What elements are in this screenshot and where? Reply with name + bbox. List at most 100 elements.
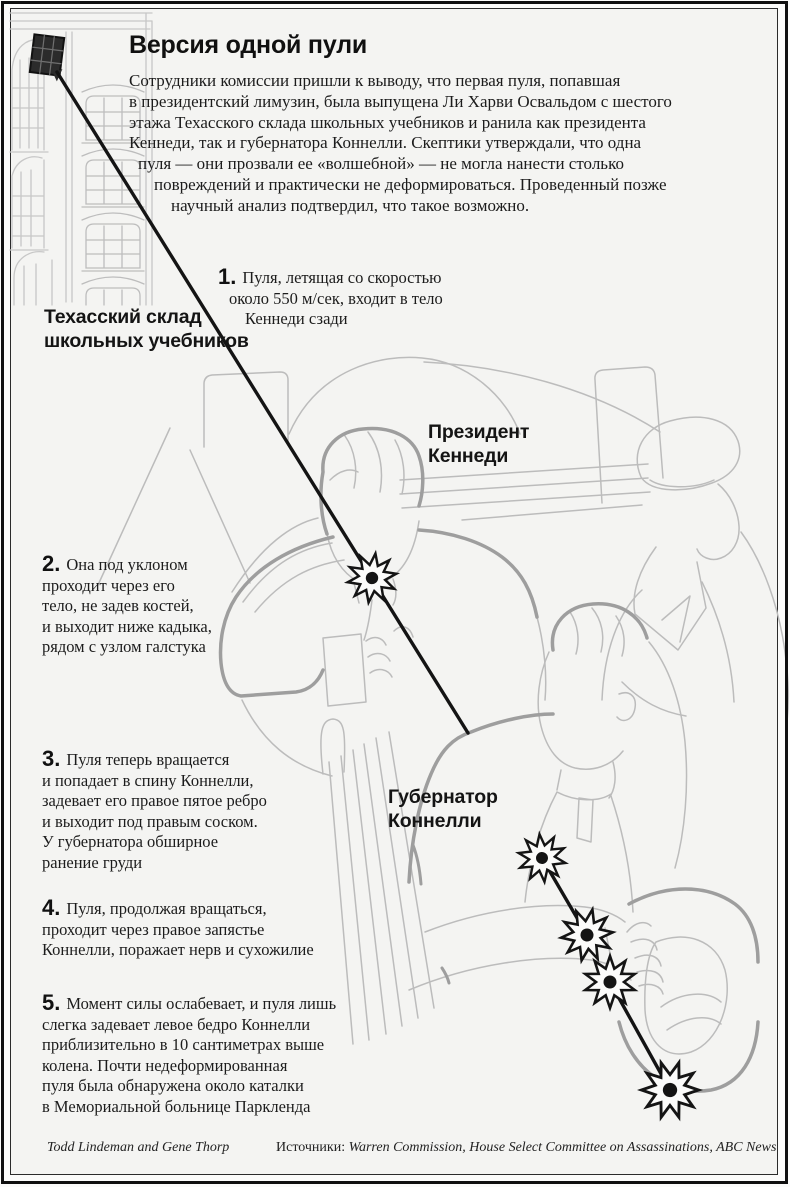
annotation-text: Пуля, летящая со скоростью — [242, 268, 442, 287]
intro-paragraph: Сотрудники комиссии пришли к выводу, что… — [129, 71, 672, 217]
starburst-connally-thigh — [633, 1052, 707, 1128]
annotation-line: задевает его правое пятое ребро — [42, 791, 267, 810]
kennedy-hands — [365, 626, 414, 678]
annotation-text: Она под уклоном — [66, 555, 188, 574]
windshield-pillars — [97, 427, 251, 586]
hat-crown — [644, 936, 728, 1055]
facade-edges — [65, 12, 153, 306]
page-title: Версия одной пули — [129, 31, 368, 59]
hat-brim — [617, 887, 760, 1093]
annotation-line: проходит через его — [42, 575, 175, 595]
annotation-step-2: 2. Она под уклоном проходит через его тел… — [42, 553, 212, 658]
annotation-step-4: 4. Пуля, продолжая вращаться, проходит че… — [42, 897, 314, 961]
annotation-line: и попадает в спину Коннелли, — [42, 770, 254, 790]
connally-collar-tie — [524, 761, 634, 913]
sources-line: Источники: Warren Commission, House Sele… — [276, 1140, 776, 1156]
kennedy-hair-strands — [329, 431, 405, 495]
connally-label: Губернатор Коннелли — [388, 786, 498, 833]
step-number: 5. — [42, 990, 61, 1015]
annotation-step-5: 5. Момент силы ослабевает, и пуля лишь сл… — [42, 992, 336, 1117]
limo-figures-illustration — [97, 356, 790, 1055]
annotation-step-3: 3. Пуля теперь вращается и попадает в спи… — [42, 748, 267, 873]
connally-label-line: Коннелли — [388, 809, 482, 832]
annotation-line: около 550 м/сек, входит в тело — [229, 288, 443, 308]
step-number: 3. — [42, 746, 61, 771]
connally-label-line: Губернатор — [388, 786, 498, 808]
step-number: 1. — [218, 264, 237, 289]
annotation-line: рядом с узлом галстука — [42, 637, 206, 656]
depository-building-illustration — [9, 12, 153, 306]
annotation-line: 3. Пуля теперь вращается — [42, 748, 267, 771]
kennedy-body-lines — [241, 616, 547, 777]
annotation-line: 2. Она под уклоном — [42, 553, 212, 576]
kennedy-label-line: Президент — [428, 421, 530, 443]
depository-label-line: Техасский склад — [44, 306, 202, 328]
arched-bay-upper — [9, 39, 49, 153]
intro-line: повреждений и практически не деформирова… — [154, 174, 667, 194]
arched-bay-lower — [9, 156, 49, 251]
window-column — [81, 84, 145, 306]
kennedy-hair — [319, 426, 425, 536]
starburst-kennedy-throat — [344, 549, 400, 607]
sources-text: Warren Commission, House Select Committe… — [345, 1140, 777, 1155]
jump-seat-frame-left — [203, 371, 289, 448]
jackie-collar — [633, 546, 707, 651]
connally-hair — [550, 602, 649, 652]
connally-suit-folds — [411, 843, 451, 985]
starburst-connally-chest-exit — [556, 903, 618, 967]
trunk-line — [423, 361, 661, 433]
annotation-line: тело, не задев костей, — [42, 596, 194, 615]
kennedy-shoulders-arm — [218, 528, 539, 698]
car-body-streaks — [399, 463, 651, 521]
intro-line: в президентский лимузин, была выпущена Л… — [129, 91, 672, 111]
starburst-connally-wrist — [583, 954, 637, 1010]
connally-suit-fan-lines — [328, 731, 435, 1045]
annotation-text: Пуля теперь вращается — [66, 750, 230, 769]
annotation-text: Момент силы ослабевает, и пуля лишь — [66, 994, 337, 1013]
rear-deck-dome — [288, 356, 521, 435]
jackie-pillbox-hat — [636, 416, 741, 491]
step-number: 4. — [42, 895, 61, 920]
jump-seat-frame-right — [594, 366, 664, 504]
annotation-line: колена. Почти недеформированная — [42, 1055, 288, 1075]
annotation-line: слегка задевает левое бедро Коннелли — [42, 1014, 311, 1034]
connally-hair-strands — [569, 607, 625, 657]
annotation-line: и выходит под правым соском. — [42, 811, 258, 831]
connally-fingers — [626, 921, 664, 995]
annotation-line: ранение груди — [42, 852, 143, 872]
credit-byline: Todd Lindeman and Gene Thorp — [47, 1140, 230, 1155]
annotation-line: 4. Пуля, продолжая вращаться, — [42, 897, 314, 920]
cornice-lines — [9, 12, 153, 30]
connally-shoulder-back — [407, 712, 555, 884]
connally-face — [537, 651, 624, 770]
connally-ear — [616, 692, 637, 722]
intro-line: этажа Техасского склада школьных учебник… — [129, 112, 646, 132]
annotation-line: пуля была обнаружена около каталки — [42, 1076, 304, 1095]
depository-label-line: школьных учебников — [44, 329, 249, 352]
annotation-line: в Мемориальной больнице Паркленда — [42, 1096, 311, 1116]
impact-starbursts — [344, 549, 707, 1128]
annotation-line: У губернатора обширное — [42, 832, 219, 851]
intro-line: Сотрудники комиссии пришли к выводу, что… — [129, 71, 621, 90]
annotation-step-1: 1. Пуля, летящая со скоростью около 550 м… — [218, 266, 443, 330]
step-number: 2. — [42, 551, 61, 576]
annotation-line: проходит через правое запястье — [42, 919, 265, 939]
jackie-face — [696, 483, 740, 561]
annotation-line: Коннелли, поражает нерв и сухожилие — [42, 940, 314, 959]
annotation-line: 5. Момент силы ослабевает, и пуля лишь — [42, 992, 336, 1015]
annotation-line: и выходит ниже кадыка, — [42, 616, 212, 636]
annotation-line: приблизительно в 10 сантиметрах выше — [42, 1035, 325, 1054]
annotation-text: Пуля, продолжая вращаться, — [66, 899, 267, 918]
kennedy-label-line: Кеннеди — [428, 444, 509, 467]
connally-right-side — [648, 641, 688, 869]
jackie-body — [601, 531, 790, 723]
kennedy-label: Президент Кеннеди — [428, 421, 529, 468]
intro-line: научный анализ подтвердил, что такое воз… — [171, 195, 530, 215]
trajectory-window-to-connally-back — [55, 70, 470, 735]
annotation-line: 1. Пуля, летящая со скоростью — [218, 266, 443, 289]
kennedy-cuff — [322, 633, 367, 707]
sources-label: Источники: — [276, 1140, 346, 1155]
intro-line: пуля — они прозвали ее «волшебной» — не … — [138, 154, 624, 174]
